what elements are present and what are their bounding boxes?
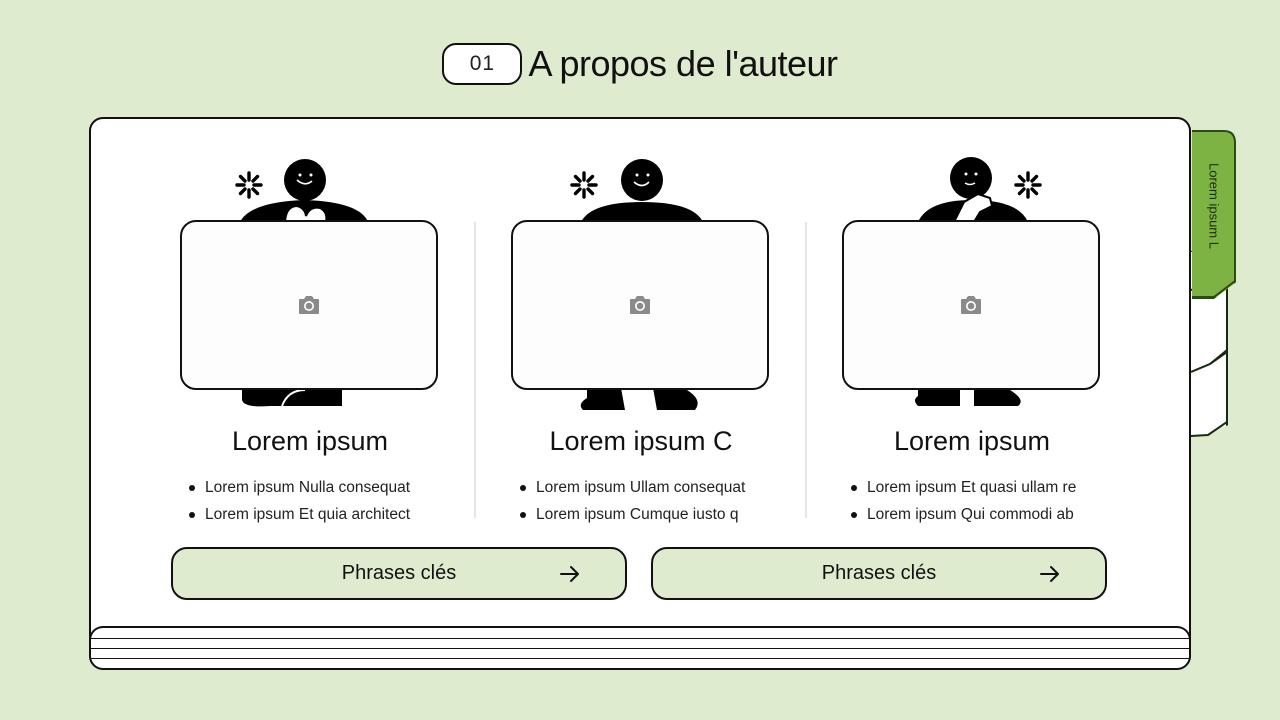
page-title: A propos de l'auteur <box>528 43 838 84</box>
bullet-item: Lorem ipsum Qui commodi ab <box>849 501 1076 528</box>
column-divider <box>474 222 476 518</box>
bullet-list: Lorem ipsum Nulla consequat Lorem ipsum … <box>187 474 410 528</box>
arrow-right-icon <box>560 566 579 582</box>
tab-active-outline <box>1192 130 1236 298</box>
header: 01 A propos de l'auteur <box>0 38 1280 90</box>
author-name: Lorem ipsum <box>893 426 1051 456</box>
book-pages <box>91 626 1189 668</box>
bullet-list: Lorem ipsum Et quasi ullam re Lorem ipsu… <box>849 474 1076 528</box>
tab-outlines <box>1190 278 1228 437</box>
person-illustration <box>570 159 703 410</box>
person-illustration <box>915 157 1042 406</box>
sparkle-icon <box>570 171 598 199</box>
column-divider <box>805 222 807 518</box>
author-name: Lorem ipsum C <box>549 426 733 456</box>
tab-label-text: Lorem ipsum L <box>1206 163 1222 249</box>
camera-icon <box>630 296 650 314</box>
bullet-list: Lorem ipsum Ullam consequat Lorem ipsum … <box>518 474 745 528</box>
author-name: Lorem ipsum <box>231 426 389 456</box>
bullet-item: Lorem ipsum Et quia architect <box>187 501 410 528</box>
camera-icon <box>299 296 319 314</box>
bullet-item: Lorem ipsum Et quasi ullam re <box>849 474 1076 501</box>
button-label: Phrases clés <box>341 562 457 584</box>
sparkle-icon <box>1014 171 1042 199</box>
arrow-right-icon <box>1040 566 1059 582</box>
bullet-item: Lorem ipsum Ullam consequat <box>518 474 745 501</box>
image-placeholder[interactable] <box>511 220 769 390</box>
key-phrases-button[interactable]: Phrases clés <box>651 547 1107 600</box>
camera-icon <box>961 296 981 314</box>
section-number-badge: 01 <box>442 43 523 85</box>
author-card-3: Lorem ipsum Lorem ipsum Et quasi ullam r… <box>822 150 1122 530</box>
sparkle-icon <box>235 171 263 199</box>
bullet-item: Lorem ipsum Cumque iusto q <box>518 501 745 528</box>
tab-label: Lorem ipsum L <box>1192 131 1236 281</box>
author-card-2: Lorem ipsum C Lorem ipsum Ullam consequa… <box>491 150 791 530</box>
button-label: Phrases clés <box>821 562 937 584</box>
bullet-item: Lorem ipsum Nulla consequat <box>187 474 410 501</box>
image-placeholder[interactable] <box>842 220 1100 390</box>
image-placeholder[interactable] <box>180 220 438 390</box>
author-card-1: Lorem ipsum Lorem ipsum Nulla consequat … <box>160 150 460 530</box>
key-phrases-button[interactable]: Phrases clés <box>171 547 627 600</box>
